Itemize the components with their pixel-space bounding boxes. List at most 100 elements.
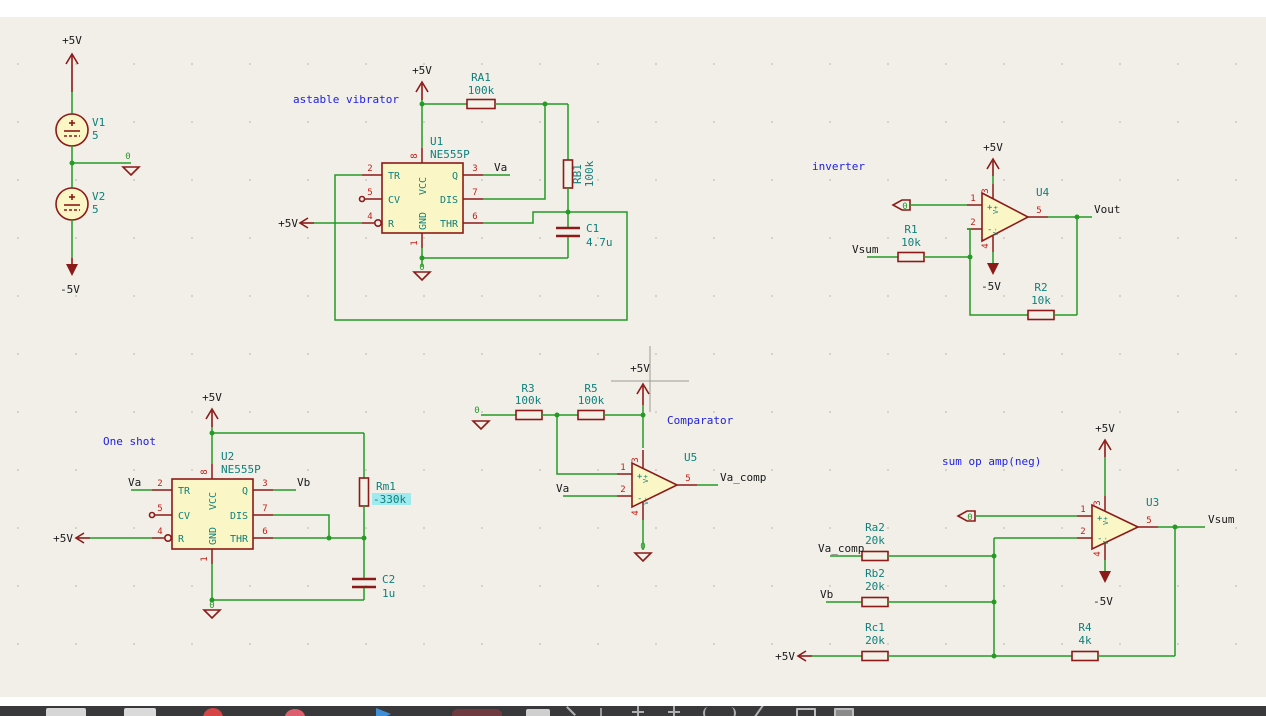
n5-flag-label[interactable]: -5V <box>60 283 80 296</box>
value[interactable]: 20k <box>865 634 885 647</box>
ref[interactable]: Rm1 <box>376 480 396 493</box>
record-icon[interactable] <box>203 708 223 716</box>
net-label-va-comp[interactable]: Va_comp <box>818 542 864 555</box>
value[interactable]: 5 <box>92 203 99 216</box>
oneshot-section[interactable]: One shot +5V Rm1 -330k U2 NE555P <box>53 391 412 620</box>
file-manager-icon[interactable] <box>124 708 156 716</box>
app-window-icon[interactable] <box>46 708 86 716</box>
ref[interactable]: R5 <box>584 382 597 395</box>
wire[interactable] <box>334 174 628 321</box>
left-arrow-power-label[interactable]: +5V <box>775 650 812 663</box>
ref[interactable]: C2 <box>382 573 395 586</box>
ref[interactable]: U1 <box>430 135 443 148</box>
resistor-r4[interactable]: R4 4k <box>994 621 1175 662</box>
capacitor-c2[interactable]: C2 1u <box>352 538 395 600</box>
gnd-net-label[interactable]: 0 <box>902 202 907 212</box>
power-up-flag-icon[interactable] <box>415 80 429 100</box>
ground-icon[interactable] <box>633 552 653 563</box>
ref[interactable]: R4 <box>1078 621 1092 634</box>
wire[interactable] <box>967 228 1028 316</box>
value[interactable]: NE555P <box>430 148 470 161</box>
net-label-vsum[interactable]: Vsum <box>852 243 879 256</box>
gnd-net-label[interactable]: 0 <box>967 513 972 523</box>
vsource-v1[interactable]: V1 5 <box>55 113 105 147</box>
resistor-r2[interactable]: R2 10k <box>1027 281 1077 321</box>
n5-flag-label[interactable]: -5V <box>1093 595 1113 608</box>
net-label-va[interactable]: Va <box>494 161 507 174</box>
gnd-net-label[interactable]: 0 <box>474 406 479 416</box>
comparator-section[interactable]: Comparator +5V 0 R3 100k R5 100k <box>471 346 766 563</box>
resistor-rb2[interactable]: Rb2 20k <box>826 567 994 608</box>
media-heart-icon[interactable] <box>285 709 305 716</box>
opamp-u3[interactable]: U3 1 2 5 3 4 + V+ - V- <box>1077 496 1159 560</box>
value[interactable]: 100k <box>515 394 542 407</box>
p5-flag-label[interactable]: +5V <box>412 64 432 77</box>
sum-section[interactable]: sum op amp(neg) +5V U3 1 2 5 3 4 + V+ - … <box>775 422 1235 663</box>
ref[interactable]: U3 <box>1146 496 1159 509</box>
ref[interactable]: V1 <box>92 116 105 129</box>
value[interactable]: 20k <box>865 580 885 593</box>
ref[interactable]: Rb2 <box>865 567 885 580</box>
ground-icon[interactable] <box>412 271 432 282</box>
resistor-r1[interactable]: R1 10k <box>867 223 970 263</box>
ref[interactable]: C1 <box>586 222 599 235</box>
ref[interactable]: R2 <box>1034 281 1047 294</box>
power-up-flag-icon[interactable] <box>65 52 79 92</box>
taskbar-glyph-icon[interactable] <box>600 708 602 716</box>
resistor-rm1[interactable]: Rm1 -330k <box>358 433 412 538</box>
ref[interactable]: R3 <box>521 382 534 395</box>
ref[interactable]: U2 <box>221 450 234 463</box>
value[interactable]: NE555P <box>221 463 261 476</box>
section-title[interactable]: Comparator <box>667 414 734 427</box>
ref[interactable]: V2 <box>92 190 105 203</box>
section-title[interactable]: inverter <box>812 160 865 173</box>
p5-flag-label[interactable]: +5V <box>1095 422 1115 435</box>
gnd-net-label[interactable]: 0 <box>419 263 424 273</box>
gnd-input-label[interactable]: 0 <box>891 199 911 212</box>
supply-sources[interactable]: +5V V1 5 0 V2 5 <box>55 34 141 296</box>
p5-flag-label[interactable]: +5V <box>630 362 650 375</box>
value[interactable]: 100k <box>578 394 605 407</box>
taskbar-glyph-icon[interactable] <box>726 707 736 716</box>
ref[interactable]: RA1 <box>471 71 491 84</box>
power-up-flag-icon[interactable] <box>1098 438 1112 457</box>
section-title[interactable]: One shot <box>103 435 156 448</box>
power-down-flag-icon[interactable] <box>1099 571 1111 583</box>
opamp-u4[interactable]: U4 1 2 5 3 4 + V+ - V- <box>967 184 1050 252</box>
value[interactable]: 4.7u <box>586 236 613 249</box>
wire[interactable] <box>483 104 546 200</box>
p5-flag-label[interactable]: +5V <box>202 391 222 404</box>
ref[interactable]: R1 <box>904 223 917 236</box>
taskbar-glyph-icon[interactable] <box>796 708 816 716</box>
resistor-rb1[interactable]: RB1 100k <box>562 104 597 212</box>
p5-label[interactable]: +5V <box>278 217 298 230</box>
dock-app-icon[interactable] <box>452 709 502 716</box>
resistor-rc1[interactable]: Rc1 20k <box>812 621 994 662</box>
value[interactable]: 4k <box>1078 634 1092 647</box>
inverter-section[interactable]: inverter +5V U4 1 2 5 3 4 + V+ - V- <box>812 141 1121 321</box>
left-arrow-power-label[interactable]: +5V <box>278 217 314 230</box>
ref[interactable]: Rc1 <box>865 621 885 634</box>
value[interactable]: 10k <box>1031 294 1051 307</box>
p5-label[interactable]: +5V <box>775 650 795 663</box>
ground-icon[interactable] <box>471 420 491 431</box>
section-title[interactable]: astable vibrator <box>293 93 399 106</box>
resistor-r5[interactable]: R5 100k <box>557 382 643 421</box>
value[interactable]: 100k <box>583 160 596 187</box>
gnd-net-label[interactable]: 0 <box>125 152 130 162</box>
ref[interactable]: Ra2 <box>865 521 885 534</box>
net-label-vb[interactable]: Vb <box>297 476 310 489</box>
wire[interactable] <box>556 415 617 475</box>
value[interactable]: 5 <box>92 129 99 142</box>
capacitor-c1[interactable]: C1 4.7u <box>556 212 613 258</box>
net-label-vout[interactable]: Vout <box>1094 203 1121 216</box>
taskbar-glyph-icon[interactable] <box>754 706 764 716</box>
play-icon[interactable] <box>376 708 391 716</box>
taskbar-glyph-icon[interactable] <box>637 706 639 716</box>
left-arrow-power-label[interactable]: +5V <box>53 532 90 545</box>
power-up-flag-icon[interactable] <box>205 407 219 427</box>
p5-label[interactable]: +5V <box>53 532 73 545</box>
vsource-v2[interactable]: V2 5 <box>55 187 105 221</box>
astable-section[interactable]: astable vibrator +5V RA1 100k RB1 100k <box>278 64 628 321</box>
ref[interactable]: U5 <box>684 451 697 464</box>
